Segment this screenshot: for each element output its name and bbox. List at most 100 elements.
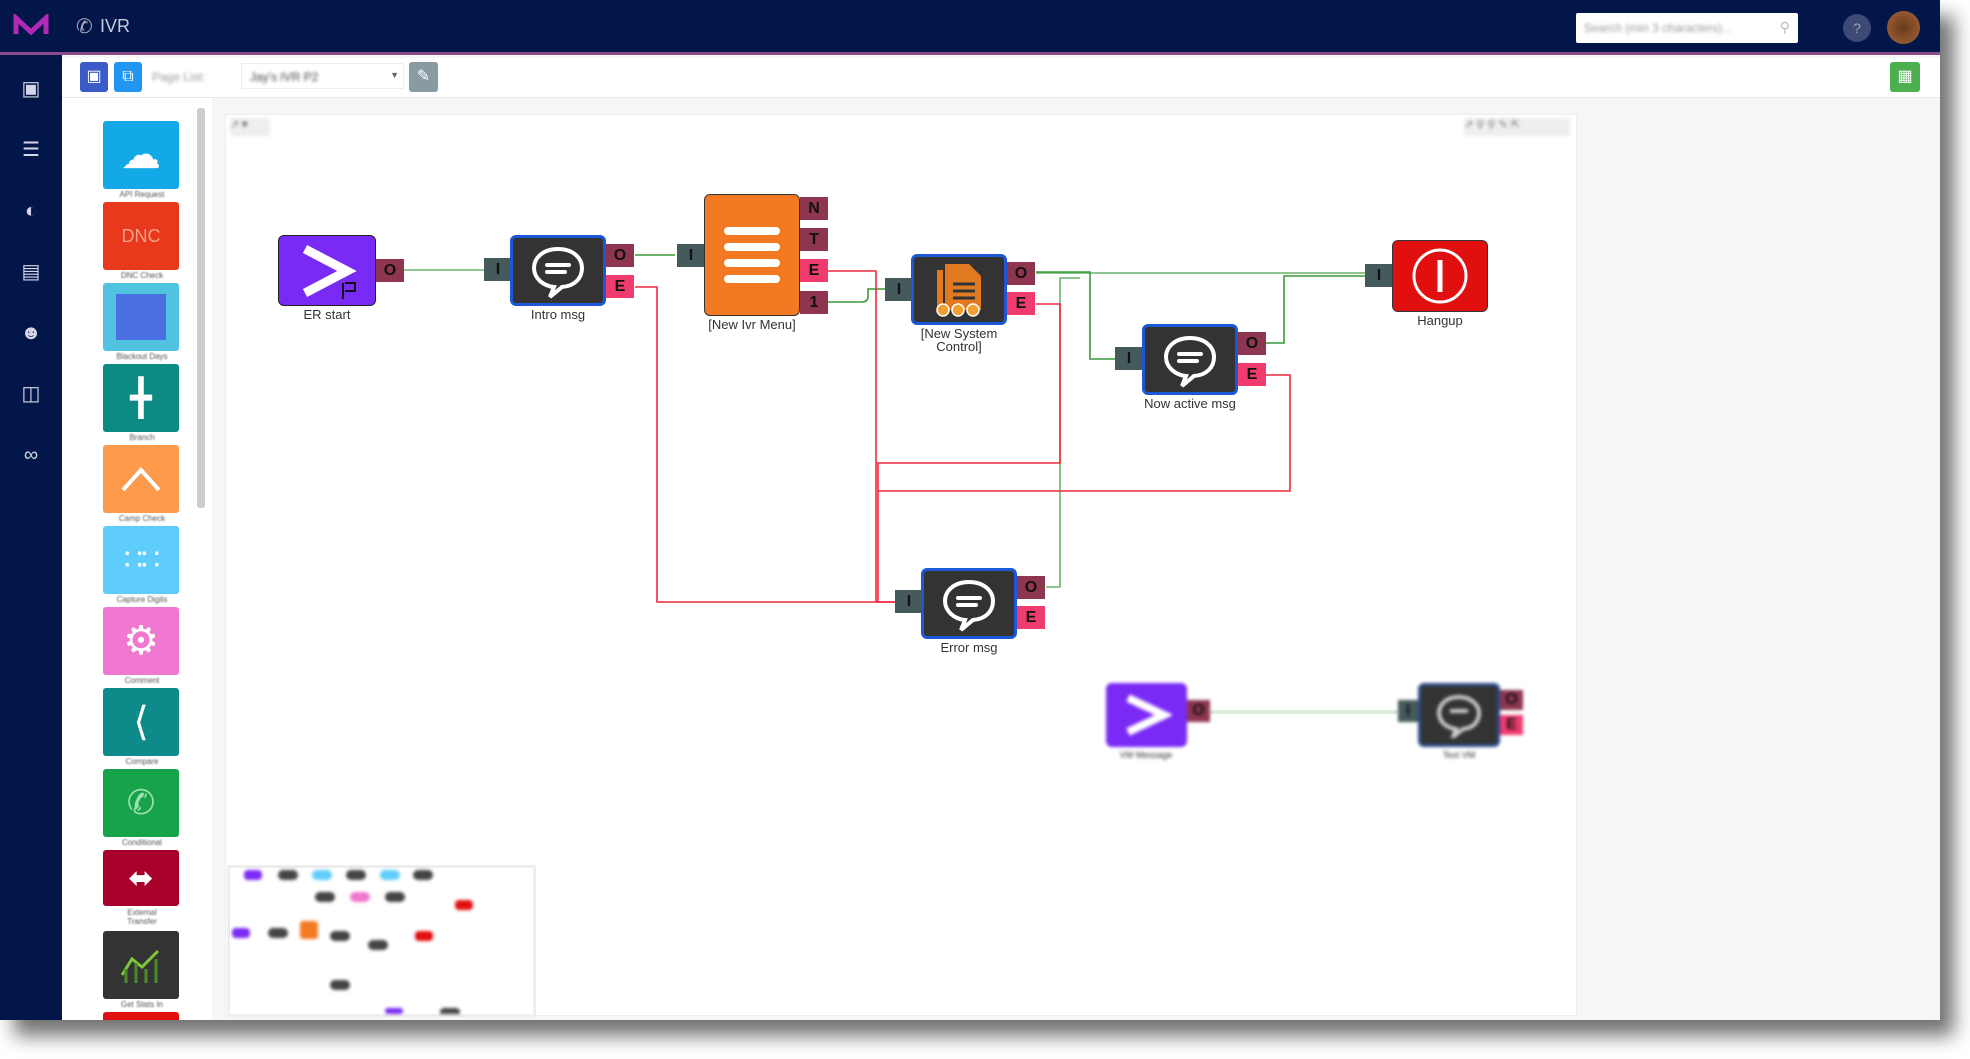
port-error[interactable]: E — [1007, 292, 1035, 315]
new-page-button[interactable]: ▣ — [80, 62, 108, 92]
copy-page-button[interactable]: ⧉ — [114, 62, 142, 92]
canvas-zoom-controls[interactable]: ↗ ⚲ ⚲ ✎ ⇱ — [1464, 118, 1570, 136]
canvas-fit-button[interactable]: ↗▼ — [230, 118, 270, 136]
palette-item-external-transfer[interactable]: ⬌ — [103, 850, 179, 906]
port-error[interactable]: E — [1017, 606, 1045, 629]
edit-page-button[interactable]: ✎ — [409, 62, 438, 92]
node-error-msg[interactable] — [921, 568, 1017, 639]
edge-intro-error — [635, 286, 895, 603]
page-select-value: Jay's IVR P2 — [250, 70, 319, 84]
edge-error-hangup — [1046, 277, 1080, 588]
app-title: IVR — [100, 16, 131, 36]
dashboard-icon[interactable]: ◐ — [24, 200, 38, 222]
node-label: ER start — [303, 307, 351, 322]
node-palette: ☁ API Request DNC DNC Check Blackout Day… — [62, 98, 212, 1020]
left-nav: ▣ ☰ ◐ ▤ ☻ ◫ ∞ — [0, 55, 62, 1020]
node-text-vm[interactable] — [1418, 683, 1500, 747]
palette-item-camp-check[interactable] — [103, 445, 179, 513]
port-error[interactable]: E — [1238, 363, 1266, 386]
port-in[interactable]: I — [484, 258, 512, 281]
start-chevron-icon — [302, 244, 357, 299]
node-label: [New System Control] — [920, 326, 998, 354]
port-out[interactable]: O — [606, 244, 634, 267]
palette-label: Camp Check — [118, 514, 166, 523]
help-icon[interactable]: ? — [1843, 14, 1871, 42]
node-er-start[interactable] — [278, 235, 376, 306]
save-button[interactable]: ▦ — [1890, 62, 1920, 92]
edge-nowactive-error — [878, 374, 1291, 492]
palette-item-api-request[interactable]: ☁ — [103, 121, 179, 189]
palette-label: Compare — [125, 757, 159, 766]
palette-item-blackout-days[interactable] — [103, 283, 179, 351]
node-label: Text VM — [1442, 750, 1476, 760]
node-label: VM Message — [1119, 750, 1173, 760]
briefcase-icon[interactable]: ▣ — [21, 78, 41, 100]
calendar-icon — [116, 294, 166, 340]
search-input[interactable]: Search (min 3 characters)... ⚲ — [1576, 13, 1798, 43]
user-avatar[interactable] — [1887, 11, 1920, 44]
port-option-1[interactable]: 1 — [800, 291, 828, 314]
search-icon[interactable]: ⚲ — [1779, 19, 1790, 35]
port-out[interactable]: O — [1017, 576, 1045, 599]
edge-menu-error — [828, 270, 895, 603]
page-select[interactable]: Jay's IVR P2 ▼ — [241, 63, 404, 89]
page-list-label: Page List: — [152, 70, 206, 84]
node-intro-msg[interactable] — [510, 235, 606, 306]
minimap[interactable] — [227, 865, 536, 1017]
flow-canvas[interactable]: ↗▼ ↗ ⚲ ⚲ ✎ ⇱ — [225, 114, 1577, 1017]
port-out[interactable]: O — [1500, 690, 1523, 710]
palette-label: API Request — [119, 190, 165, 199]
transfer-icon: ⬌ — [128, 861, 154, 895]
phone-condition-icon: ✆ — [126, 784, 156, 822]
edge-nowactive-hangup — [1266, 275, 1365, 344]
contacts-icon[interactable]: ☻ — [20, 322, 42, 344]
palette-item-branch[interactable]: ╋ — [103, 364, 179, 432]
node-ivr-menu[interactable] — [704, 194, 800, 316]
node-vm-message[interactable] — [1106, 683, 1187, 747]
node-system-control[interactable] — [911, 254, 1007, 325]
port-error[interactable]: E — [800, 259, 828, 282]
palette-item-compare[interactable]: ⟨ — [103, 688, 179, 756]
palette-label: External Transfer — [127, 908, 157, 926]
compare-icon: ⟨ — [133, 700, 149, 744]
palette-label: Comment — [124, 676, 160, 685]
database-icon[interactable]: ▤ — [21, 261, 41, 283]
integrations-icon[interactable]: ∞ — [23, 444, 39, 466]
node-label: Error msg — [940, 640, 998, 655]
top-bar: ✆ IVR Search (min 3 characters)... ⚲ ? — [0, 0, 1940, 55]
palette-item-conditional[interactable]: ✆ — [103, 769, 179, 837]
list-icon[interactable]: ☰ — [22, 139, 40, 161]
node-now-active-msg[interactable] — [1142, 324, 1238, 395]
port-out[interactable]: O — [1238, 332, 1266, 355]
port-error[interactable]: E — [1500, 715, 1523, 735]
keypad-icon: ∷∷ — [123, 543, 160, 577]
port-in[interactable]: I — [1398, 700, 1418, 722]
palette-item-comment[interactable]: ⚙ — [103, 607, 179, 675]
port-in[interactable]: I — [1115, 347, 1143, 370]
node-label: Intro msg — [530, 307, 586, 322]
port-in[interactable]: I — [677, 244, 705, 267]
port-timeout[interactable]: T — [800, 228, 828, 251]
palette-item-dnc[interactable]: DNC — [103, 202, 179, 270]
palette-item-get-stats[interactable] — [103, 931, 179, 999]
palette-label: Get Stats In — [120, 1000, 164, 1009]
node-hangup[interactable] — [1392, 240, 1488, 312]
port-out[interactable]: O — [1007, 262, 1035, 285]
brand-logo-icon[interactable] — [13, 14, 49, 38]
start-chevron-icon — [1125, 694, 1172, 736]
palette-scrollbar[interactable] — [197, 108, 205, 508]
port-out[interactable]: O — [376, 259, 404, 282]
document-icon[interactable]: ◫ — [21, 383, 41, 405]
chart-icon — [120, 949, 160, 983]
toolbar: ▣ ⧉ Page List: Jay's IVR P2 ▼ ✎ ▦ — [62, 58, 1940, 98]
cloud-icon: ☁ — [121, 133, 161, 177]
port-out[interactable]: O — [1187, 700, 1210, 722]
port-error[interactable]: E — [606, 275, 634, 298]
palette-item-more[interactable] — [103, 1012, 179, 1020]
port-in[interactable]: I — [885, 278, 913, 301]
port-in[interactable]: I — [1365, 264, 1393, 287]
palette-item-capture-digits[interactable]: ∷∷ — [103, 526, 179, 594]
port-no-input[interactable]: N — [800, 197, 828, 220]
port-in[interactable]: I — [895, 590, 923, 613]
menu-lines-icon — [724, 227, 780, 283]
